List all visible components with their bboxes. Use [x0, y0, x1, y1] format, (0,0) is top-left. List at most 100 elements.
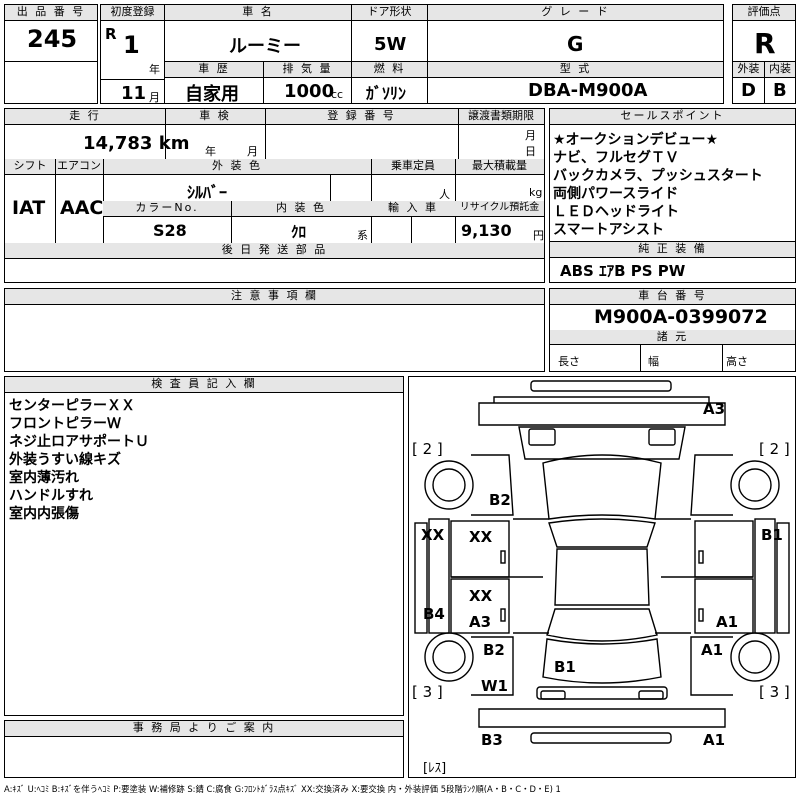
recycle-fee: 9,130: [461, 221, 512, 240]
shift: IAT: [12, 197, 46, 219]
door: 5W: [374, 34, 407, 55]
displacement: 1000: [284, 81, 335, 102]
vehicle-details-block: 走 行 車 検 登 録 番 号 譲渡書類期限 14,783 km 年 月 月 日…: [4, 108, 545, 283]
interior-color-unit: 系: [357, 229, 368, 242]
damage-mark-xx-left-edge: XX: [421, 526, 445, 544]
shift-label: シフト: [5, 159, 55, 175]
transfer-month-unit: 月: [525, 129, 536, 142]
inspector-line: センターピラーＸＸ: [9, 398, 135, 414]
year-unit: 年: [149, 63, 160, 76]
notes-block: 注 意 事 項 欄: [4, 288, 545, 372]
width-label: 幅: [648, 355, 659, 368]
sales-points-label: セールスポイント: [550, 109, 795, 125]
sales-point-line: スマートアシスト: [553, 222, 665, 238]
height-label: 高さ: [726, 355, 748, 368]
fuel-cell: 燃 料 ｶﾞｿﾘﾝ: [351, 61, 428, 104]
inspector-line: 室内内張傷: [9, 506, 79, 522]
damage-mark-a3-front: A3: [703, 400, 726, 418]
model-cell: 型 式 DBA-M900A: [427, 61, 724, 104]
fuel: ｶﾞｿﾘﾝ: [366, 84, 407, 103]
era: R: [105, 25, 117, 43]
lot-number-label: 出 品 番 号: [5, 5, 97, 21]
inspector-line: フロントピラーＷ: [9, 416, 121, 432]
damage-diagram: A3 [ 2 ] [ 2 ] B2 XX XX B1 XX A3 B4 A1 A…: [408, 376, 796, 778]
exterior-grade: D: [741, 80, 756, 101]
sales-point-line: ナビ、フルセグＴＶ: [553, 150, 679, 166]
chassis-number: M900A-0399072: [594, 306, 768, 328]
sales-point-line: 両側パワースライド: [553, 186, 679, 202]
specs-label: 諸 元: [550, 330, 795, 345]
sales-point-line: バックカメラ、プッシュスタート: [553, 168, 763, 184]
first-registration-cell: 初度登録 R 1 年 11 月: [100, 4, 165, 104]
max-load-label: 最大積載量: [455, 159, 544, 175]
damage-mark-xx-rear-door: XX: [469, 587, 493, 605]
front-right-tire-mark: [ 2 ]: [759, 440, 790, 458]
sales-point-line: ＬＥＤヘッドライト: [553, 204, 679, 220]
rear-right-tire-mark: [ 3 ]: [759, 683, 790, 701]
first-registration-label: 初度登録: [101, 5, 164, 21]
damage-mark-xx-front-door: XX: [469, 528, 493, 546]
office-block: 事 務 局 よ り ご 案 内: [4, 720, 404, 778]
exterior-grade-cell: 外装 D: [732, 61, 765, 104]
sales-point-line: ★オークションデビュー★: [553, 132, 719, 148]
score-label: 評価点: [733, 5, 795, 21]
car-name-cell: 車 名 ルーミー: [164, 4, 352, 62]
legend: A:ｷｽﾞ U:ﾍｺﾐ B:ｷｽﾞを伴うﾍｺﾐ P:要塗装 W:補修跡 S:錆 …: [4, 784, 561, 794]
damage-mark-a1-rear: A1: [703, 731, 726, 749]
notes-label: 注 意 事 項 欄: [5, 289, 544, 305]
capacity-label: 乗車定員: [371, 159, 455, 175]
interior-color-label: 内 装 色: [231, 201, 371, 217]
registration-month: 11: [121, 83, 147, 104]
damage-mark-w1: W1: [481, 677, 508, 695]
car-outline: [414, 380, 790, 744]
chassis-block: 車 台 番 号 M900A-0399072 諸 元 長さ 幅 高さ: [549, 288, 796, 372]
exterior-color-label: 外 装 色: [103, 159, 371, 175]
import-label: 輸 入 車: [371, 201, 455, 217]
grade-label: グ レ ー ド: [428, 5, 723, 21]
door-label: ドア形状: [352, 5, 427, 21]
inspector-line: ネジ止ロアサポートＵ: [9, 434, 149, 450]
model: DBA-M900A: [528, 80, 648, 101]
inspector-line: ハンドルすれ: [9, 488, 93, 504]
damage-mark-b4: B4: [423, 605, 445, 623]
fuel-label: 燃 料: [352, 62, 427, 78]
recycle-fee-unit: 円: [533, 229, 544, 242]
chassis-label: 車 台 番 号: [550, 289, 795, 305]
max-load-unit: kg: [529, 186, 543, 199]
front-left-tire-mark: [ 2 ]: [412, 440, 443, 458]
later-parts-label: 後 日 発 送 部 品: [5, 243, 544, 259]
inspector-block: 検 査 員 記 入 欄 センターピラーＸＸ フロントピラーＷ ネジ止ロアサポート…: [4, 376, 404, 716]
inspector-label: 検 査 員 記 入 欄: [5, 377, 403, 393]
inspection-month-unit: 月: [247, 145, 258, 158]
door-cell: ドア形状 5W: [351, 4, 428, 62]
transfer-deadline-label: 譲渡書類期限: [458, 109, 544, 125]
model-label: 型 式: [428, 62, 723, 78]
registration-year: 1: [123, 31, 140, 59]
damage-mark-a1-right-rear: A1: [701, 641, 724, 659]
ac-label: エアコン: [55, 159, 103, 175]
damage-mark-a3-rear-door: A3: [469, 613, 492, 631]
interior-grade: B: [773, 80, 787, 101]
displacement-cell: 排 気 量 1000 cc: [263, 61, 352, 104]
inspection-year-unit: 年: [205, 145, 216, 158]
month-unit: 月: [149, 91, 160, 104]
car-name-label: 車 名: [165, 5, 351, 21]
ac: AAC: [60, 197, 104, 219]
length-label: 長さ: [558, 355, 580, 368]
displacement-label: 排 気 量: [264, 62, 351, 78]
damage-mark-a1-right-door: A1: [716, 613, 739, 631]
equipment-block: 純 正 装 備 ABS ｴｱB PS PW: [549, 241, 796, 283]
spare-tire-mark: [ﾚｽ]: [423, 761, 447, 776]
exterior-color: ｼﾙﾊﾞｰ: [187, 183, 228, 202]
history-label: 車 歴: [165, 62, 263, 78]
damage-mark-b3: B3: [481, 731, 503, 749]
score-cell: 評価点 R: [732, 4, 796, 62]
sales-points-block: セールスポイント ★オークションデビュー★ ナビ、フルセグＴＶ バックカメラ、プ…: [549, 108, 796, 242]
inspector-line: 室内薄汚れ: [9, 470, 79, 486]
score: R: [754, 27, 776, 60]
damage-mark-b1-trunk: B1: [554, 658, 576, 676]
mileage: 14,783 km: [83, 133, 190, 154]
damage-mark-b2-rear: B2: [483, 641, 505, 659]
equipment-label: 純 正 装 備: [550, 242, 795, 258]
equipment: ABS ｴｱB PS PW: [560, 262, 686, 280]
